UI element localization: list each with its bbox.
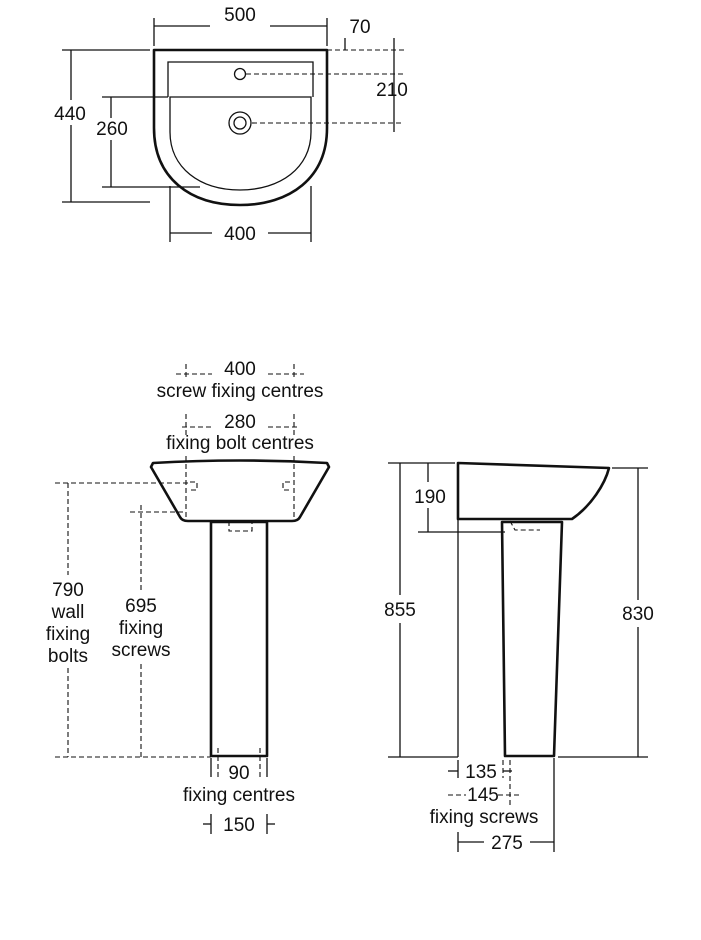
bowl-outline: [169, 96, 312, 191]
screws-height-word-2: screws: [111, 640, 170, 661]
screw-offset-145: 145: [467, 785, 499, 806]
dim-bowl-width: 400: [224, 224, 256, 245]
screws-height-word-1: fixing: [119, 618, 163, 639]
pedestal-wall-height-value: 855: [384, 600, 416, 621]
screws-height-value: 695: [125, 596, 157, 617]
screw-fixing-label: screw fixing centres: [157, 381, 324, 402]
front-view: 400 screw fixing centres 280 fixing bolt…: [46, 359, 331, 836]
tap-hole: [233, 67, 247, 81]
waste-outlet-inner: [233, 116, 247, 130]
screw-offset-135: 135: [465, 762, 497, 783]
bolt-fixing-value: 280: [224, 412, 256, 433]
dim-overall-width: 500: [224, 5, 256, 26]
plan-view: 500 70 210 440 260 400: [54, 5, 408, 245]
screw-fixing-value: 400: [224, 359, 256, 380]
dim-waste-projection: 260: [96, 119, 128, 140]
basin-outline: [152, 48, 329, 207]
basin-depth-value: 190: [414, 487, 446, 508]
front-pedestal: [209, 520, 269, 758]
fixing-screws-label: fixing screws: [430, 807, 539, 828]
side-pedestal: [500, 520, 564, 758]
bolt-fixing-label: fixing bolt centres: [166, 433, 314, 454]
pedestal-projection-value: 275: [491, 833, 523, 854]
dim-tap-to-waste: 210: [376, 80, 408, 101]
wall-bolts-height-word-3: bolts: [48, 646, 88, 667]
dim-overall-projection: 440: [54, 104, 86, 125]
wall-bolts-height-value: 790: [52, 580, 84, 601]
pedestal-fixing-label: fixing centres: [183, 785, 295, 806]
tap-ledge: [167, 61, 314, 97]
waste-outlet-outer: [228, 111, 252, 135]
pedestal-fixing-value: 90: [228, 763, 249, 784]
overall-height-value: 830: [622, 604, 654, 625]
wall-bolts-height-word-2: fixing: [46, 624, 90, 645]
pedestal-width-value: 150: [223, 815, 255, 836]
side-view: 190 855 830 135 145 fixing screws 275: [384, 461, 654, 854]
side-basin: [456, 461, 611, 521]
wall-bolts-height-word-1: wall: [51, 602, 85, 623]
dim-tap-offset: 70: [349, 17, 370, 38]
front-basin: [149, 459, 331, 523]
